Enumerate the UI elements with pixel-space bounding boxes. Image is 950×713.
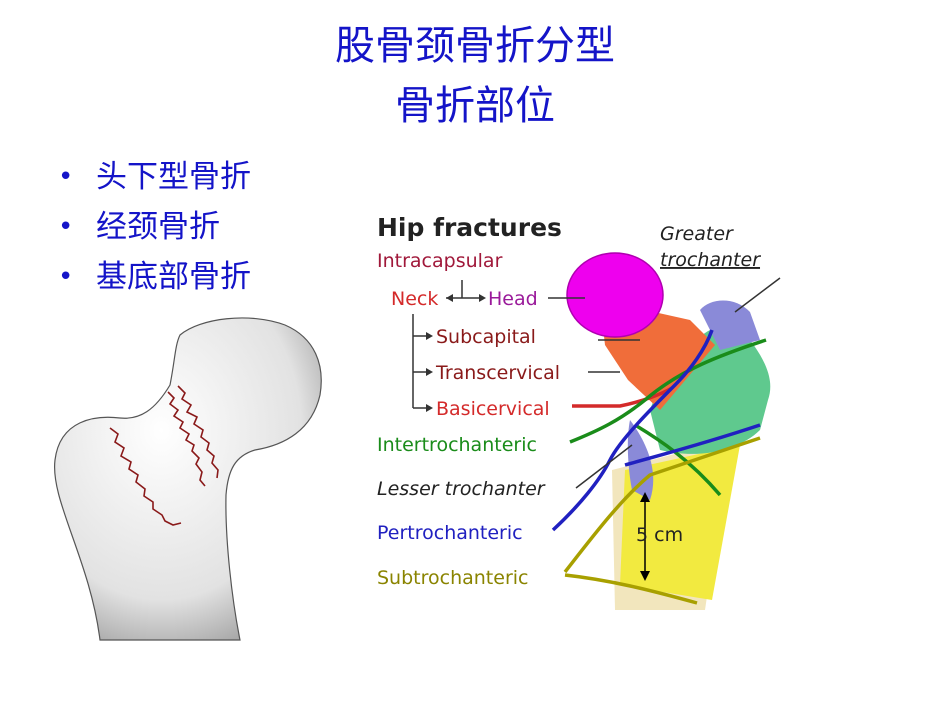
fracture-line-subcapital bbox=[167, 391, 206, 487]
greater-trochanter-pointer-line bbox=[734, 277, 781, 313]
slide-subtitle: 骨折部位 bbox=[395, 83, 555, 129]
label-subcapital: Subcapital bbox=[436, 326, 536, 348]
label-transcervical: Transcervical bbox=[435, 362, 560, 384]
greater-trochanter-shape bbox=[700, 300, 760, 350]
transcervical-arrow-icon bbox=[426, 368, 433, 376]
label-intracapsular: Intracapsular bbox=[377, 250, 503, 272]
distance-arrow-down-icon bbox=[640, 571, 650, 581]
lesser-trochanter-pointer-line bbox=[575, 444, 633, 489]
subtrochanteric-line-2 bbox=[564, 573, 698, 605]
head-arrow-icon bbox=[479, 294, 486, 302]
distance-arrow-up-icon bbox=[640, 492, 650, 502]
bullet-dot-icon: • bbox=[58, 212, 74, 242]
label-intertrochanteric: Intertrochanteric bbox=[377, 434, 537, 456]
bullet-text: 经颈骨折 bbox=[96, 209, 220, 245]
bullet-item: • 头下型骨折 bbox=[58, 152, 251, 202]
subtrochanteric-line bbox=[563, 436, 761, 574]
pertrochanteric-line-2 bbox=[624, 423, 761, 467]
bullet-item: • 基底部骨折 bbox=[58, 252, 251, 302]
label-neck: Neck bbox=[391, 288, 438, 310]
pertrochanteric-line bbox=[551, 329, 714, 532]
label-pertrochanteric: Pertrochanteric bbox=[377, 522, 523, 544]
bullet-dot-icon: • bbox=[58, 262, 74, 292]
label-lesser-trochanter: Lesser trochanter bbox=[377, 478, 546, 500]
label-subtrochanteric: Subtrochanteric bbox=[377, 567, 528, 589]
bullet-item: • 经颈骨折 bbox=[58, 202, 251, 252]
fracture-line-transcervical bbox=[177, 385, 219, 479]
diagram-heading: Hip fractures bbox=[377, 213, 562, 242]
label-head: Head bbox=[488, 288, 538, 310]
subcapital-arrow-icon bbox=[426, 332, 433, 340]
slide-title: 股骨颈骨折分型 bbox=[335, 23, 615, 69]
bullet-dot-icon: • bbox=[58, 162, 74, 192]
neck-tree-branches bbox=[412, 314, 428, 409]
bullet-list: • 头下型骨折 • 经颈骨折 • 基底部骨折 bbox=[58, 152, 251, 302]
fracture-line-basicervical bbox=[109, 427, 182, 526]
intertrochanteric-line bbox=[569, 338, 767, 444]
basicervical-arrow-icon bbox=[426, 404, 433, 412]
label-basicervical: Basicervical bbox=[436, 398, 550, 420]
label-greater-trochanter-line2: trochanter bbox=[660, 249, 761, 271]
femoral-head-shape bbox=[566, 252, 664, 338]
label-distance: 5 cm bbox=[636, 524, 683, 546]
neck-arrow-icon bbox=[446, 294, 453, 302]
bullet-text: 基底部骨折 bbox=[96, 259, 251, 295]
bullet-text: 头下型骨折 bbox=[96, 159, 251, 195]
femur-bone-shape bbox=[53, 317, 322, 641]
label-greater-trochanter-line1: Greater bbox=[660, 223, 734, 245]
